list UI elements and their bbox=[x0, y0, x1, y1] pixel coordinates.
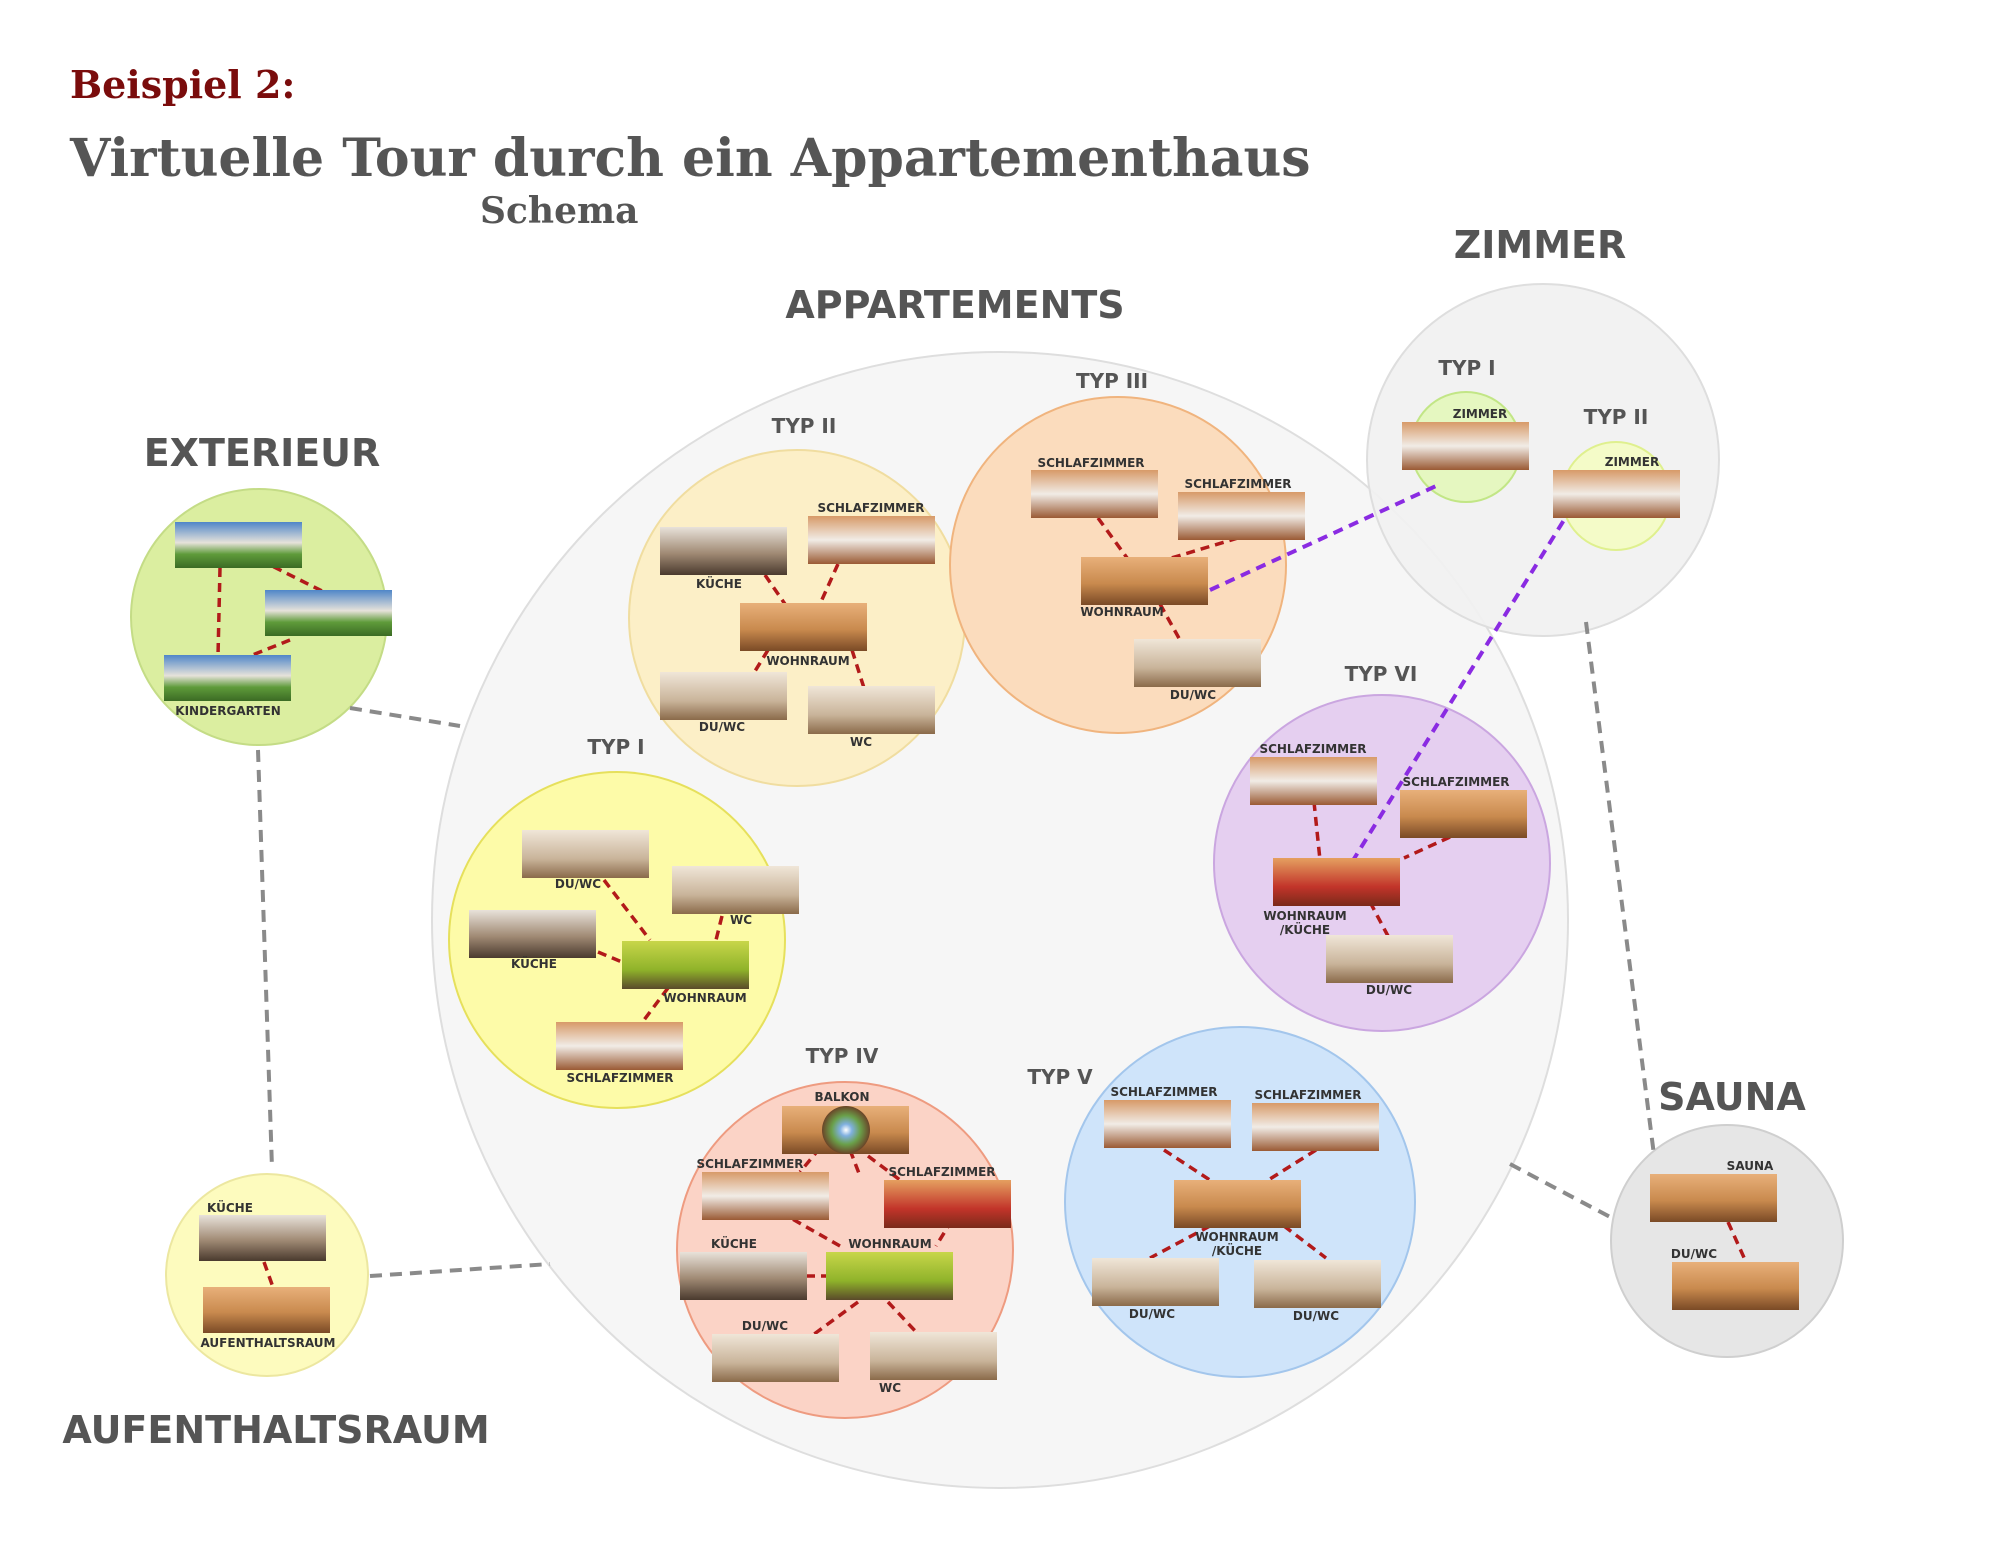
room-label: SCHLAFZIMMER bbox=[1402, 775, 1509, 789]
zimmer-typ-i-label: TYP I bbox=[1438, 356, 1495, 380]
panorama-thumb[interactable] bbox=[265, 590, 392, 636]
app-typ-iii-label: TYP III bbox=[1076, 369, 1148, 393]
panorama-thumb[interactable] bbox=[1081, 557, 1208, 605]
panorama-thumb[interactable] bbox=[740, 603, 867, 651]
room-label: WOHNRAUM bbox=[1263, 909, 1346, 923]
room-label: DU/WC bbox=[1671, 1247, 1717, 1261]
panorama-thumb[interactable] bbox=[826, 1252, 953, 1300]
panorama-thumb[interactable] bbox=[1178, 492, 1305, 540]
appartements-label: APPARTEMENTS bbox=[785, 283, 1124, 327]
room-label: DU/WC bbox=[555, 877, 601, 891]
room-label: ZIMMER bbox=[1453, 407, 1508, 421]
panorama-thumb[interactable] bbox=[1400, 790, 1527, 838]
room-label: KÜCHE bbox=[511, 956, 557, 971]
panorama-thumb[interactable] bbox=[164, 655, 291, 701]
panorama-thumb[interactable] bbox=[469, 910, 596, 958]
app-typ-i-label: TYP I bbox=[587, 735, 644, 759]
room-label: SCHLAFZIMMER bbox=[817, 501, 924, 515]
room-label: SCHLAFZIMMER bbox=[1259, 742, 1366, 756]
room-label: /KÜCHE bbox=[1212, 1243, 1262, 1258]
room-label: SCHLAFZIMMER bbox=[1037, 456, 1144, 470]
panorama-thumb[interactable] bbox=[672, 866, 799, 914]
room-label: SCHLAFZIMMER bbox=[1254, 1088, 1361, 1102]
panorama-thumb[interactable] bbox=[556, 1022, 683, 1070]
panorama-thumb[interactable] bbox=[680, 1252, 807, 1300]
example-label: Beispiel 2: bbox=[70, 62, 296, 107]
panorama-thumb[interactable] bbox=[175, 522, 302, 568]
room-label: /KÜCHE bbox=[1280, 922, 1330, 937]
panorama-thumb[interactable] bbox=[1031, 470, 1158, 518]
sauna-label: SAUNA bbox=[1658, 1075, 1806, 1119]
thumbnails bbox=[164, 422, 1799, 1382]
panorama-thumb[interactable] bbox=[522, 830, 649, 878]
panorama-thumb[interactable] bbox=[1650, 1174, 1777, 1222]
panorama-thumb[interactable] bbox=[1254, 1260, 1381, 1308]
room-label: WC bbox=[730, 913, 752, 927]
room-label: BALKON bbox=[814, 1090, 869, 1104]
room-label: AUFENTHALTSRAUM bbox=[201, 1336, 336, 1350]
room-label: WOHNRAUM bbox=[663, 991, 746, 1005]
group-connectors bbox=[256, 621, 1656, 1278]
room-label: WOHNRAUM bbox=[766, 654, 849, 668]
room-label: DU/WC bbox=[1366, 983, 1412, 997]
panorama-thumb[interactable] bbox=[1250, 757, 1377, 805]
exterieur-label: EXTERIEUR bbox=[144, 431, 381, 475]
room-label: KÜCHE bbox=[207, 1200, 253, 1215]
app-typ-ii-label: TYP II bbox=[772, 414, 837, 438]
room-label: DU/WC bbox=[1170, 688, 1216, 702]
panorama-thumb[interactable] bbox=[702, 1172, 829, 1220]
room-label: WC bbox=[850, 735, 872, 749]
zimmer-typ-ii-label: TYP II bbox=[1584, 405, 1649, 429]
panorama-thumb[interactable] bbox=[1104, 1100, 1231, 1148]
zimmer-label: ZIMMER bbox=[1454, 223, 1627, 267]
room-label: KÜCHE bbox=[711, 1236, 757, 1251]
balkon-planet-view[interactable] bbox=[822, 1106, 870, 1154]
panorama-thumb[interactable] bbox=[1273, 858, 1400, 906]
room-label: WOHNRAUM bbox=[848, 1237, 931, 1251]
room-label: SCHLAFZIMMER bbox=[1184, 477, 1291, 491]
room-label: DU/WC bbox=[742, 1319, 788, 1333]
panorama-thumb[interactable] bbox=[660, 527, 787, 575]
panorama-thumb[interactable] bbox=[1672, 1262, 1799, 1310]
panorama-thumb[interactable] bbox=[1553, 470, 1680, 518]
room-label: WOHNRAUM bbox=[1195, 1230, 1278, 1244]
app-typ-iv-label: TYP IV bbox=[806, 1044, 879, 1068]
zimmer-links bbox=[1209, 484, 1566, 864]
panorama-thumb[interactable] bbox=[712, 1334, 839, 1382]
panorama-thumb[interactable] bbox=[1402, 422, 1529, 470]
panorama-thumb[interactable] bbox=[808, 516, 935, 564]
page-subtitle: Schema bbox=[480, 190, 639, 232]
page-title: Virtuelle Tour durch ein Appartementhaus bbox=[70, 128, 1311, 189]
panorama-thumb[interactable] bbox=[660, 672, 787, 720]
panorama-thumb[interactable] bbox=[203, 1287, 330, 1333]
app-typ-v-label: TYP V bbox=[1027, 1065, 1093, 1089]
room-label: SAUNA bbox=[1727, 1159, 1774, 1173]
room-label: SCHLAFZIMMER bbox=[566, 1071, 673, 1085]
room-label: DU/WC bbox=[699, 720, 745, 734]
room-label: ZIMMER bbox=[1605, 455, 1660, 469]
panorama-thumb[interactable] bbox=[870, 1332, 997, 1380]
panorama-thumb[interactable] bbox=[1252, 1103, 1379, 1151]
room-label: WOHNRAUM bbox=[1080, 605, 1163, 619]
room-label: KINDERGARTEN bbox=[175, 704, 280, 718]
panorama-thumb[interactable] bbox=[622, 941, 749, 989]
panorama-thumb[interactable] bbox=[808, 686, 935, 734]
room-label: SCHLAFZIMMER bbox=[696, 1157, 803, 1171]
room-label: KÜCHE bbox=[696, 576, 742, 591]
panorama-thumb[interactable] bbox=[1174, 1180, 1301, 1228]
panorama-thumb[interactable] bbox=[1326, 935, 1453, 983]
room-label: SCHLAFZIMMER bbox=[888, 1165, 995, 1179]
panorama-thumb[interactable] bbox=[884, 1180, 1011, 1228]
panorama-thumb[interactable] bbox=[199, 1215, 326, 1261]
room-label: DU/WC bbox=[1293, 1309, 1339, 1323]
room-label: DU/WC bbox=[1129, 1307, 1175, 1321]
aufenthaltsraum-label: AUFENTHALTSRAUM bbox=[62, 1408, 489, 1452]
room-label: SCHLAFZIMMER bbox=[1110, 1085, 1217, 1099]
app-typ-vi-label: TYP VI bbox=[1345, 662, 1418, 686]
panorama-thumb[interactable] bbox=[1092, 1258, 1219, 1306]
panorama-thumb[interactable] bbox=[1134, 639, 1261, 687]
room-label: WC bbox=[879, 1381, 901, 1395]
